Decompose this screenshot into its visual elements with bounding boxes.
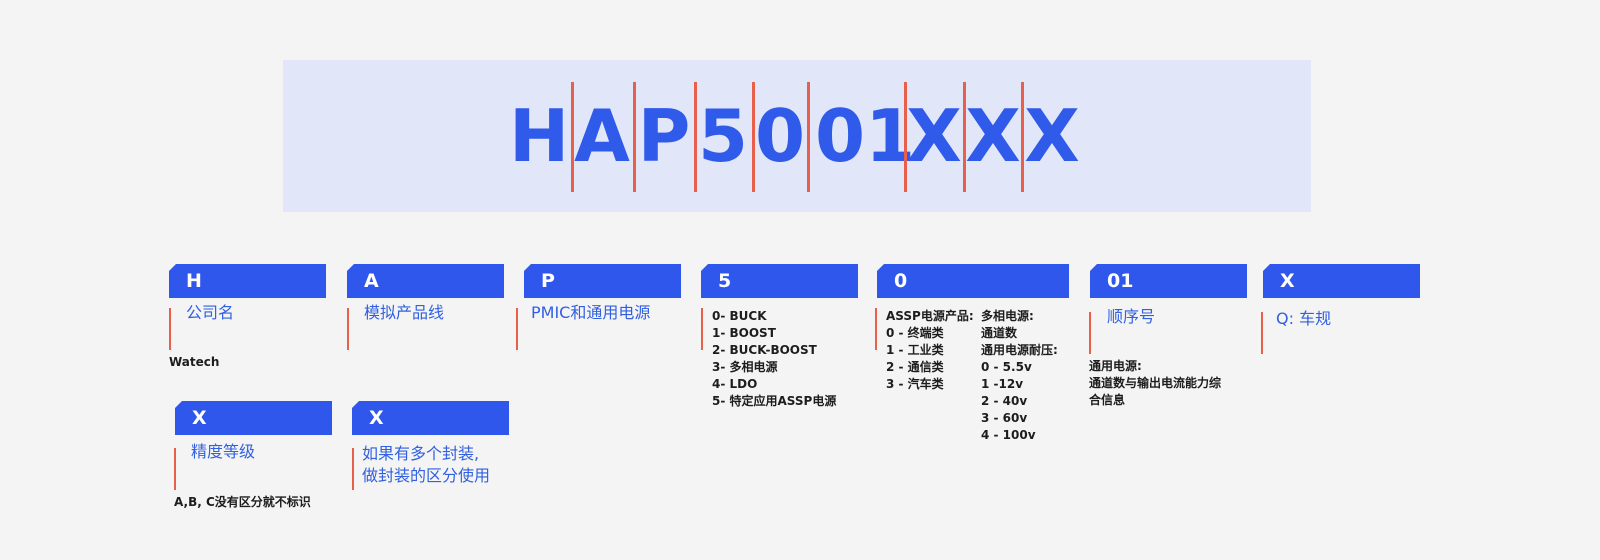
segment-details: A,B, C没有区分就不标识 (174, 495, 311, 509)
segment-accent (1089, 312, 1091, 354)
char-divider (807, 82, 810, 192)
char-divider (633, 82, 636, 192)
part-char-01: 01 (815, 94, 916, 178)
char-divider (1021, 82, 1024, 192)
segment-accent (1261, 312, 1263, 354)
segment-accent (347, 308, 349, 350)
segment-tab-01: 01 (1090, 264, 1247, 298)
segment-accent (174, 448, 176, 490)
segment-tab-5: 5 (701, 264, 858, 298)
segment-accent (352, 448, 354, 490)
segment-tab-x-package: X (352, 401, 509, 435)
part-char-h: H (509, 94, 570, 178)
part-char-x2: X (965, 94, 1021, 178)
part-char-x3: X (1024, 94, 1080, 178)
segment-title: PMIC和通用电源 (531, 303, 651, 322)
part-char-5: 5 (697, 94, 749, 178)
segment-accent (169, 308, 171, 350)
char-divider (694, 82, 697, 192)
part-char-p: P (637, 94, 691, 178)
segment-tab-h: H (169, 264, 326, 298)
part-number-banner (283, 60, 1311, 212)
segment-title: Q: 车规 (1276, 309, 1332, 328)
char-divider (571, 82, 574, 192)
segment-tab-x-grade: X (1263, 264, 1420, 298)
segment-accent (516, 308, 518, 350)
segment-title: 如果有多个封装, 做封装的区分使用 (362, 444, 491, 485)
segment-tab-0: 0 (877, 264, 1069, 298)
segment-tab-x-precision: X (175, 401, 332, 435)
segment-details-right: 多相电源: 通道数 通用电源耐压: 0 - 5.5v 1 -12v 2 - 40… (981, 309, 1058, 442)
segment-title: 模拟产品线 (364, 303, 445, 322)
char-divider (904, 82, 907, 192)
segment-tab-p: P (524, 264, 681, 298)
segment-details: 通用电源: 通道数与输出电流能力综 合信息 (1089, 359, 1222, 407)
segment-details-left: ASSP电源产品: 0 - 终端类 1 - 工业类 2 - 通信类 3 - 汽车… (886, 309, 974, 391)
char-divider (752, 82, 755, 192)
part-char-0: 0 (754, 94, 806, 178)
char-divider (963, 82, 966, 192)
segment-details: Watech (169, 355, 220, 369)
segment-title: 顺序号 (1107, 307, 1156, 326)
segment-title: 公司名 (186, 303, 235, 322)
part-char-x1: X (906, 94, 962, 178)
segment-tab-a: A (347, 264, 504, 298)
part-char-a: A (574, 94, 630, 178)
segment-accent (701, 308, 703, 350)
segment-details: 0- BUCK 1- BOOST 2- BUCK-BOOST 3- 多相电源 4… (712, 309, 837, 408)
segment-title: 精度等级 (191, 442, 256, 461)
segment-accent (875, 308, 877, 350)
